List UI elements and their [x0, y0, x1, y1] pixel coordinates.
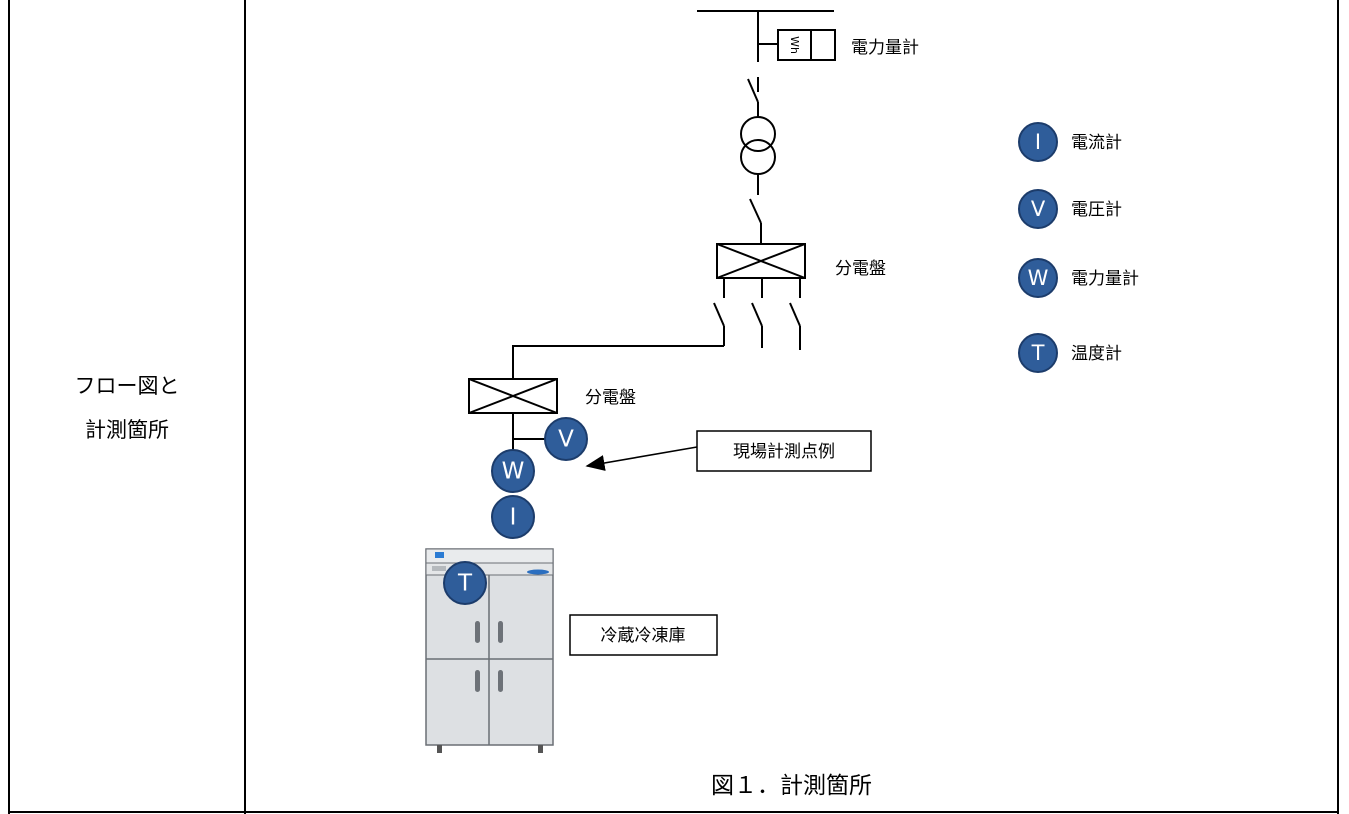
- svg-text:V: V: [1031, 197, 1046, 221]
- table-border-left: [8, 0, 10, 814]
- svg-text:電流計: 電流計: [1071, 133, 1122, 153]
- row-header-cell: フロー図と 計測箇所: [10, 364, 244, 452]
- top-meter-label: 電力量計: [851, 38, 919, 58]
- row-header-line-2: 計測箇所: [85, 418, 169, 442]
- transformer-symbol: [740, 116, 776, 175]
- panel-2-label: 分電盤: [585, 388, 636, 408]
- fridge-label-box: 冷蔵冷凍庫: [569, 614, 718, 656]
- callout-arrow: [585, 446, 698, 471]
- svg-text:電圧計: 電圧計: [1071, 200, 1122, 220]
- legend: I 電流計 V 電圧計 W 電力量計 T 温度計: [1018, 122, 1139, 373]
- svg-text:電力量計: 電力量計: [1071, 269, 1139, 289]
- svg-text:I: I: [510, 505, 517, 531]
- svg-text:V: V: [558, 427, 574, 453]
- measure-point-w: W: [491, 449, 535, 493]
- fridge-label: 冷蔵冷凍庫: [601, 626, 686, 646]
- svg-text:I: I: [1035, 130, 1041, 154]
- wh-mark-label: Wh: [788, 36, 801, 54]
- svg-text:T: T: [457, 571, 473, 597]
- distribution-panel-2: [468, 378, 558, 414]
- callout-box: 現場計測点例: [696, 430, 872, 472]
- legend-item-energy: W 電力量計: [1018, 258, 1139, 298]
- wh-meter-symbol: Wh: [758, 29, 836, 61]
- branch-switches: [713, 278, 801, 350]
- row-header-line-1: フロー図と: [74, 374, 180, 398]
- svg-text:T: T: [1031, 341, 1045, 365]
- measure-point-v: V: [544, 417, 588, 461]
- legend-item-voltage: V 電圧計: [1018, 189, 1122, 229]
- svg-text:W: W: [502, 459, 525, 485]
- table-border-divider: [244, 0, 246, 814]
- svg-text:温度計: 温度計: [1071, 344, 1122, 364]
- table-border-right: [1337, 0, 1339, 814]
- callout-label: 現場計測点例: [733, 442, 835, 462]
- svg-text:W: W: [1028, 266, 1049, 290]
- feeder-line: [512, 345, 724, 379]
- switch-mid-blade: [749, 198, 762, 224]
- figure-caption: 図１．計測箇所: [711, 773, 872, 799]
- measure-point-t: T: [443, 561, 487, 605]
- distribution-panel-1: [716, 243, 806, 279]
- panel-1-label: 分電盤: [835, 259, 886, 279]
- legend-item-current: I 電流計: [1018, 122, 1122, 162]
- switch-top-blade: [747, 78, 759, 103]
- legend-item-temperature: T 温度計: [1018, 333, 1122, 373]
- table-border-bottom: [8, 811, 1339, 813]
- measure-point-i: I: [491, 495, 535, 539]
